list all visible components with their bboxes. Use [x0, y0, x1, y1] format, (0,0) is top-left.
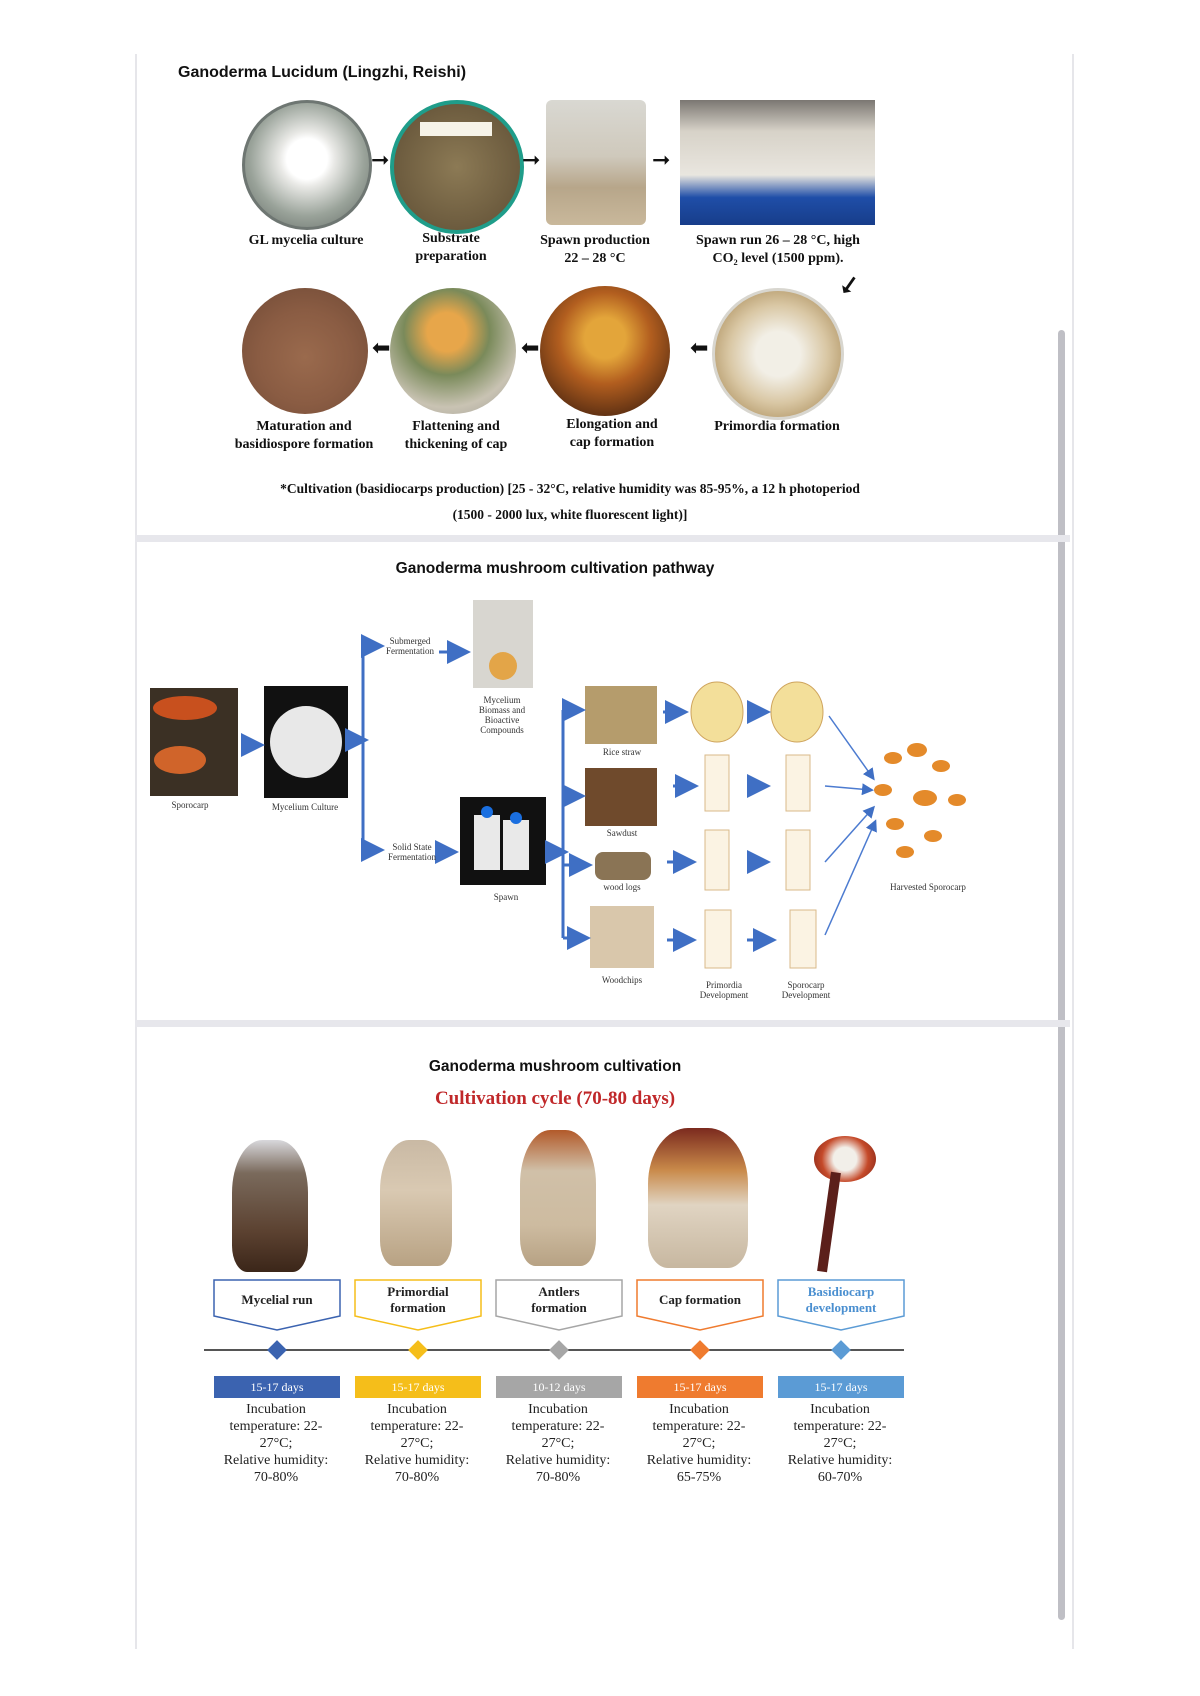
- antlers-formation-photo: [520, 1130, 596, 1266]
- spawn-run-jars-photo: [680, 100, 875, 225]
- primordia-photo: [712, 288, 844, 420]
- sporocarp-cap: [153, 696, 217, 720]
- label-sawdust: Sawdust: [592, 828, 652, 838]
- bottle-icon: [705, 910, 731, 968]
- stage-name: Mycelial run: [213, 1282, 341, 1318]
- mycelial-run-photo: [232, 1140, 308, 1272]
- bag-icon: [786, 755, 810, 811]
- panel3-title: Ganoderma mushroom cultivation: [0, 1058, 1200, 1076]
- arrow-right-icon: ➞: [652, 150, 670, 172]
- basidiocarp-photo: [800, 1132, 880, 1276]
- label-mycelium-culture: Mycelium Culture: [262, 802, 348, 812]
- flask-liquid: [489, 652, 517, 680]
- mycelia-culture-photo: [242, 100, 372, 230]
- spawn-flask-photo: [546, 100, 646, 225]
- harvested-mushrooms-icon: [874, 743, 966, 858]
- bottle-icon: [790, 910, 816, 968]
- panel2-title: Ganoderma mushroom cultivation pathway: [0, 560, 1200, 578]
- log-icon: [705, 830, 729, 890]
- primordial-formation-photo: [380, 1140, 452, 1266]
- duration-bar: 10-12 days: [496, 1376, 622, 1398]
- panel1-title: Ganoderma Lucidum (Lingzhi, Reishi): [178, 64, 466, 82]
- bag-icon: [771, 682, 823, 742]
- petri-dish: [270, 706, 342, 778]
- step-caption: Primordia formation: [704, 418, 850, 436]
- sporocarp-cap: [154, 746, 206, 774]
- arrow-left-icon: ⬅: [372, 338, 390, 360]
- duration-bar: 15-17 days: [214, 1376, 340, 1398]
- label-woodchips: Woodchips: [592, 975, 652, 985]
- flattening-photo: [390, 288, 516, 414]
- bag-icon: [691, 682, 743, 742]
- panel-divider: [135, 1020, 1070, 1027]
- log-icon: [786, 830, 810, 890]
- woodchips-photo: [590, 906, 654, 968]
- label-harvested: Harvested Sporocarp: [880, 882, 976, 892]
- arrow-left-icon: ⬅: [690, 338, 708, 360]
- label-rice-straw: Rice straw: [592, 747, 652, 757]
- wood-logs-photo: [595, 852, 651, 880]
- bag-icon: [705, 755, 729, 811]
- panel-divider: [135, 535, 1070, 542]
- cultivation-note: *Cultivation (basidiocarps production) […: [190, 480, 950, 498]
- arrow-left-icon: ⬅: [521, 338, 539, 360]
- arrow-right-icon: ➞: [371, 150, 389, 172]
- duration-bar: 15-17 days: [355, 1376, 481, 1398]
- elongation-photo: [540, 286, 670, 416]
- duration-bar: 15-17 days: [778, 1376, 904, 1398]
- step-caption: GL mycelia culture: [236, 232, 376, 250]
- cap-formation-photo: [648, 1128, 748, 1268]
- duration-bar: 15-17 days: [637, 1376, 763, 1398]
- stage-name: Cap formation: [636, 1282, 764, 1318]
- label-sporocarp: Sporocarp: [160, 800, 220, 810]
- panel3-subtitle: Cultivation cycle (70-80 days): [0, 1088, 1200, 1110]
- label-wood-logs: wood logs: [592, 882, 652, 892]
- label-spawn: Spawn: [480, 892, 532, 902]
- arrow-right-icon: ➞: [522, 150, 540, 172]
- rice-straw-photo: [585, 686, 657, 744]
- sawdust-photo: [585, 768, 657, 826]
- cultivation-note: (1500 - 2000 lux, white fluorescent ligh…: [190, 506, 950, 524]
- substrate-photo: [390, 100, 524, 234]
- maturation-photo: [242, 288, 368, 414]
